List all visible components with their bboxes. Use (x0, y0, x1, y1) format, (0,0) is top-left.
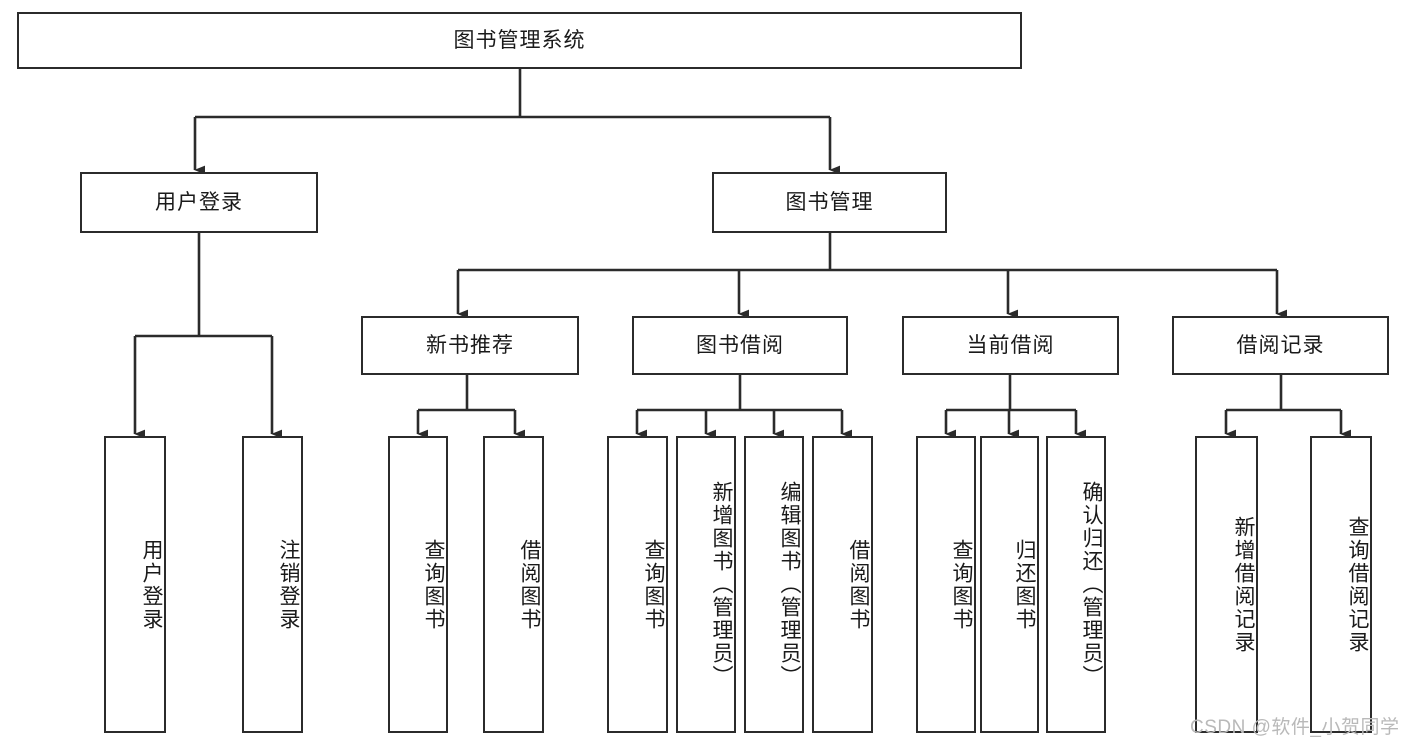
node-leaf-query-book-bb[interactable]: 查询图书 (607, 436, 668, 733)
node-leaf-borrow-book-nbr[interactable]: 借阅图书 (483, 436, 544, 733)
node-book-management-label: 图书管理 (785, 190, 874, 214)
node-book-management[interactable]: 图书管理 (712, 172, 947, 233)
node-user-login[interactable]: 用户登录 (80, 172, 318, 233)
node-borrow-record[interactable]: 借阅记录 (1172, 316, 1389, 375)
node-leaf-query-book-nbr[interactable]: 查询图书 (388, 436, 448, 733)
node-new-book-recommend[interactable]: 新书推荐 (361, 316, 579, 375)
node-leaf-query-book-cb[interactable]: 查询图书 (916, 436, 976, 733)
node-current-borrow-label: 当前借阅 (966, 333, 1055, 357)
node-root-system[interactable]: 图书管理系统 (17, 12, 1022, 69)
node-leaf-label: 查询图书 (642, 538, 665, 631)
node-leaf-logout[interactable]: 注销登录 (242, 436, 303, 733)
node-leaf-add-book-admin[interactable]: 新增图书（管理员） (676, 436, 736, 733)
node-current-borrow[interactable]: 当前借阅 (902, 316, 1119, 375)
node-leaf-label: 查询图书 (950, 538, 973, 631)
node-leaf-label: 新增借阅记录 (1232, 515, 1255, 654)
node-leaf-add-borrow-record[interactable]: 新增借阅记录 (1195, 436, 1258, 733)
node-leaf-label: 编辑图书（管理员） (778, 481, 801, 688)
node-leaf-borrow-book-bb[interactable]: 借阅图书 (812, 436, 873, 733)
node-leaf-label: 归还图书 (1013, 538, 1036, 631)
node-leaf-label: 注销登录 (277, 538, 300, 631)
node-root-label: 图书管理系统 (453, 28, 586, 52)
node-book-borrow[interactable]: 图书借阅 (632, 316, 848, 375)
node-leaf-user-login[interactable]: 用户登录 (104, 436, 166, 733)
node-leaf-label: 借阅图书 (847, 538, 870, 631)
node-leaf-label: 用户登录 (140, 538, 163, 631)
node-leaf-label: 查询图书 (422, 538, 445, 631)
node-leaf-label: 查询借阅记录 (1346, 515, 1369, 654)
node-book-borrow-label: 图书借阅 (696, 333, 784, 357)
node-borrow-record-label: 借阅记录 (1236, 333, 1325, 357)
node-leaf-label: 借阅图书 (518, 538, 541, 631)
node-leaf-edit-book-admin[interactable]: 编辑图书（管理员） (744, 436, 804, 733)
node-user-login-label: 用户登录 (155, 190, 243, 214)
node-leaf-label: 确认归还（管理员） (1080, 481, 1103, 688)
node-leaf-return-book[interactable]: 归还图书 (980, 436, 1039, 733)
node-new-book-recommend-label: 新书推荐 (426, 333, 514, 357)
node-leaf-query-borrow-record[interactable]: 查询借阅记录 (1310, 436, 1372, 733)
watermark: CSDN @软件_小贺同学 (1190, 717, 1400, 738)
node-leaf-label: 新增图书（管理员） (710, 481, 733, 688)
node-leaf-confirm-return-admin[interactable]: 确认归还（管理员） (1046, 436, 1106, 733)
